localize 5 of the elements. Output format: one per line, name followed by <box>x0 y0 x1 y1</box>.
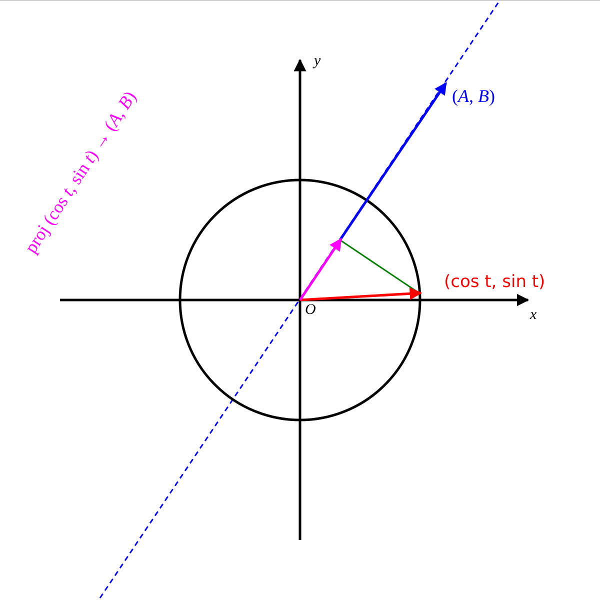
origin-label: O <box>305 303 316 318</box>
point-label: (A, B) <box>452 87 495 105</box>
axis-label: x <box>530 308 537 323</box>
point-label: (cos t, sin t) <box>444 274 546 291</box>
axis-label: y <box>314 54 321 69</box>
